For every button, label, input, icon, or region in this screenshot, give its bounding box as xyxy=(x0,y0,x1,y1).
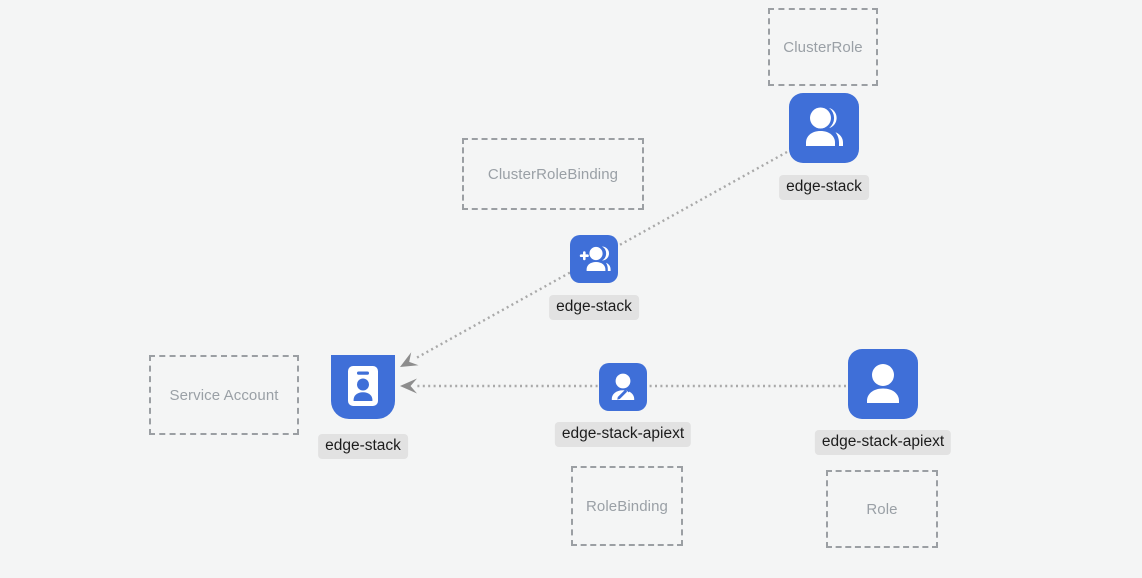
node-rolebinding[interactable]: edge-stack-apiext xyxy=(554,363,692,447)
group-label-clusterrole: ClusterRole xyxy=(783,38,863,56)
single-user-icon[interactable] xyxy=(848,349,918,419)
group-label-rolebinding: RoleBinding xyxy=(586,497,668,515)
group-box-clusterrole: ClusterRole xyxy=(768,8,878,86)
node-label-clusterrole: edge-stack xyxy=(779,175,869,200)
group-label-service-account: Service Account xyxy=(169,386,279,404)
group-users-icon[interactable] xyxy=(789,93,859,163)
edit-user-icon[interactable] xyxy=(599,363,647,411)
node-label-role: edge-stack-apiext xyxy=(814,430,952,455)
group-label-clusterrolebinding: ClusterRoleBinding xyxy=(487,165,619,183)
service-account-badge-icon-glyph xyxy=(348,366,378,406)
single-user-icon-glyph xyxy=(867,364,899,403)
add-user-icon-glyph xyxy=(579,246,611,271)
group-label-role: Role xyxy=(866,500,898,518)
group-box-service-account: Service Account xyxy=(149,355,299,435)
node-label-rolebinding: edge-stack-apiext xyxy=(554,422,692,447)
group-box-role: Role xyxy=(826,470,938,548)
group-users-icon-glyph xyxy=(806,107,843,146)
edge-arrowhead xyxy=(400,378,417,394)
service-account-badge-icon[interactable] xyxy=(331,355,395,419)
edge-arrowhead xyxy=(400,352,419,367)
group-box-rolebinding: RoleBinding xyxy=(571,466,683,546)
add-user-icon[interactable] xyxy=(570,235,618,283)
node-label-service-account: edge-stack xyxy=(318,434,408,459)
node-role[interactable]: edge-stack-apiext xyxy=(814,349,952,455)
node-clusterrolebinding[interactable]: edge-stack xyxy=(549,235,639,320)
node-label-clusterrolebinding: edge-stack xyxy=(549,295,639,320)
group-box-clusterrolebinding: ClusterRoleBinding xyxy=(462,138,644,210)
edit-user-icon-glyph xyxy=(611,373,635,400)
node-clusterrole[interactable]: edge-stack xyxy=(779,93,869,200)
node-service-account[interactable]: edge-stack xyxy=(318,355,408,459)
